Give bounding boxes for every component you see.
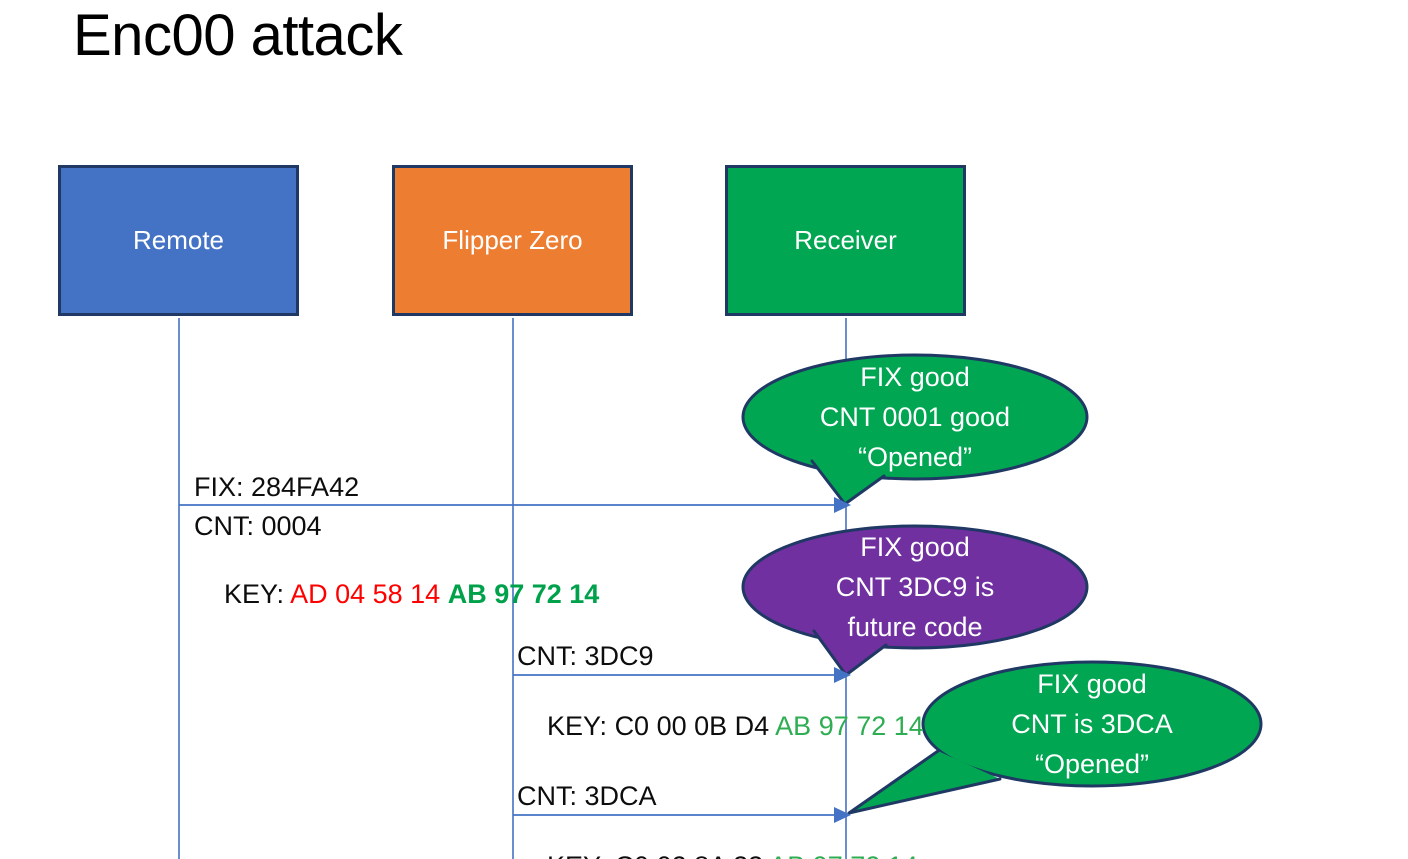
callout-line: FIX good [1037, 669, 1147, 699]
arrow-flipper-to-receiver-2 [513, 807, 851, 823]
message-1-fix-line: FIX: 284FA42 [194, 472, 360, 502]
callout-line: CNT 3DC9 is [835, 572, 995, 602]
key-label: KEY: [224, 579, 291, 609]
arrow-remote-to-receiver [179, 497, 851, 513]
message-1-key-line: KEY: AD 04 58 14 AB 97 72 14 [194, 549, 599, 639]
message-3-key-line: KEY: C0 02 8A 33 AB 97 72 14 [517, 821, 918, 859]
callout-line: FIX good [860, 532, 970, 562]
callout-line: FIX good [860, 362, 970, 392]
callout-text-opened-2: FIX good CNT is 3DCA “Opened” [922, 664, 1262, 784]
key-changing-part: C0 02 8A 33 [615, 851, 770, 859]
callout-text-opened-1: FIX good CNT 0001 good “Opened” [745, 357, 1085, 477]
callout-line: CNT is 3DCA [1011, 709, 1173, 739]
callout-line: future code [847, 612, 983, 642]
callout-line: CNT 0001 good [819, 402, 1011, 432]
key-label: KEY: [547, 711, 615, 741]
message-1-cnt-line: CNT: 0004 [194, 511, 322, 541]
arrow-flipper-to-receiver-1 [513, 667, 851, 683]
actor-label-remote: Remote [132, 225, 225, 255]
actor-box-remote: Remote [58, 165, 299, 316]
key-changing-part: AD 04 58 14 [290, 579, 448, 609]
key-fixed-part: AB 97 72 14 [447, 579, 600, 609]
key-fixed-part: AB 97 72 14 [775, 711, 924, 741]
message-3-cnt-line: CNT: 3DCA [517, 781, 657, 811]
key-changing-part: C0 00 0B D4 [614, 711, 776, 741]
callout-line: “Opened” [857, 442, 973, 472]
message-2-key-line: KEY: C0 00 0B D4 AB 97 72 14 [517, 681, 924, 771]
message-2-cnt-line: CNT: 3DC9 [517, 641, 654, 671]
callout-text-future-code: FIX good CNT 3DC9 is future code [745, 527, 1085, 647]
actor-label-flipper-zero: Flipper Zero [442, 225, 583, 255]
actor-label-receiver: Receiver [794, 225, 897, 255]
key-label: KEY: [547, 851, 615, 859]
callout-bubble-opened-2 [847, 660, 1263, 815]
callout-bubble-future-code [741, 524, 1089, 677]
callout-line: “Opened” [1034, 749, 1150, 779]
actor-box-flipper-zero: Flipper Zero [392, 165, 633, 316]
page-title: Enc00 attack [73, 3, 403, 68]
key-fixed-part: AB 97 72 14 [769, 851, 918, 859]
actor-box-receiver: Receiver [725, 165, 966, 316]
